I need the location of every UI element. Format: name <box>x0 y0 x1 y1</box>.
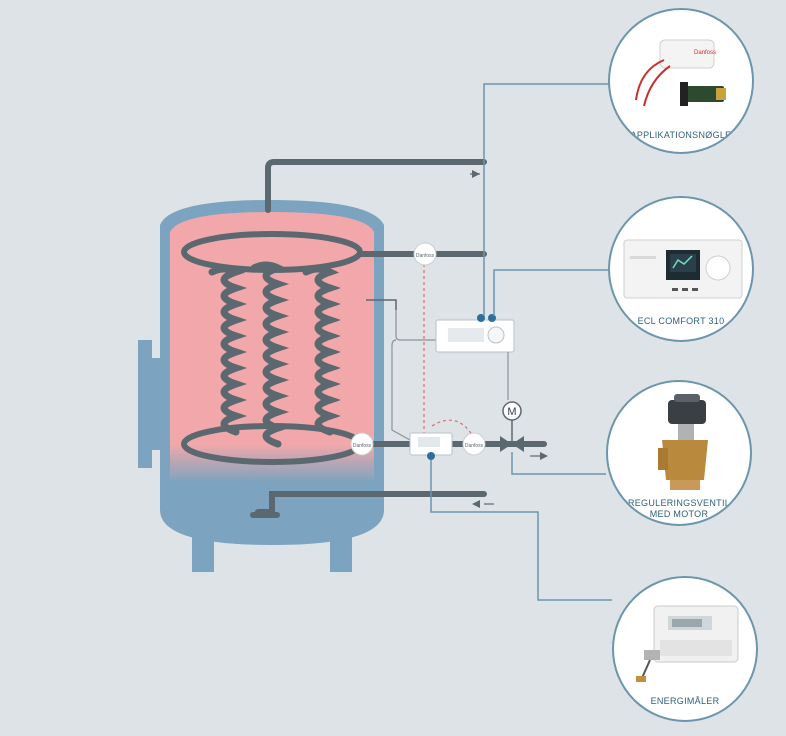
tank-flange <box>138 340 152 468</box>
tank-sensor <box>366 299 397 310</box>
coil-right <box>302 265 342 436</box>
callout-label: APPLIKATIONSNØGLE <box>630 130 732 140</box>
callout-energimaler: ENERGIMÅLER <box>612 576 758 722</box>
svg-text:Danfoss: Danfoss <box>416 253 435 259</box>
pipe-sensor-right: Danfoss <box>462 432 486 456</box>
callout-label: ENERGIMÅLER <box>650 696 720 706</box>
valve-motor-label: M <box>507 406 516 418</box>
link-ecl <box>493 269 610 316</box>
ecl-controller-icon <box>623 239 743 299</box>
svg-text:Danfoss: Danfoss <box>465 443 484 449</box>
callout-ecl-comfort: ECL COMFORT 310 <box>608 196 754 342</box>
pipe-sensor-top: Danfoss <box>413 242 437 266</box>
energy-meter-inline <box>409 432 453 460</box>
energy-meter-icon <box>636 605 739 682</box>
callout-label-line-2: MED MOTOR <box>649 509 709 519</box>
callout-applikationsnogle: Danfoss APPLIKATIONSNØGLE <box>608 8 754 154</box>
motor-valve-icon <box>658 394 708 490</box>
callout-label: ECL COMFORT 310 <box>637 316 725 326</box>
link-energymeter <box>430 460 612 601</box>
application-key-icon: Danfoss <box>635 39 726 107</box>
callout-label-line-1: REGULERINGSVENTIL <box>627 498 731 508</box>
pipe-sensor-left: Danfoss <box>350 432 374 456</box>
link-valve <box>511 452 606 475</box>
hot-outlet-pipe <box>265 159 487 213</box>
sensor-dash-2 <box>431 419 475 439</box>
coil-left <box>208 265 248 436</box>
svg-text:Danfoss: Danfoss <box>353 443 372 449</box>
link-applikationsnogle <box>483 83 610 316</box>
ecl-controller-inline <box>435 314 515 353</box>
callout-label: REGULERINGSVENTIL MED MOTOR <box>608 498 750 520</box>
callout-reguleringsventil: REGULERINGSVENTIL MED MOTOR <box>606 380 752 526</box>
svg-text:Danfoss: Danfoss <box>694 50 716 56</box>
coil-middle <box>250 261 290 448</box>
motor-valve-inline: M <box>500 401 524 452</box>
